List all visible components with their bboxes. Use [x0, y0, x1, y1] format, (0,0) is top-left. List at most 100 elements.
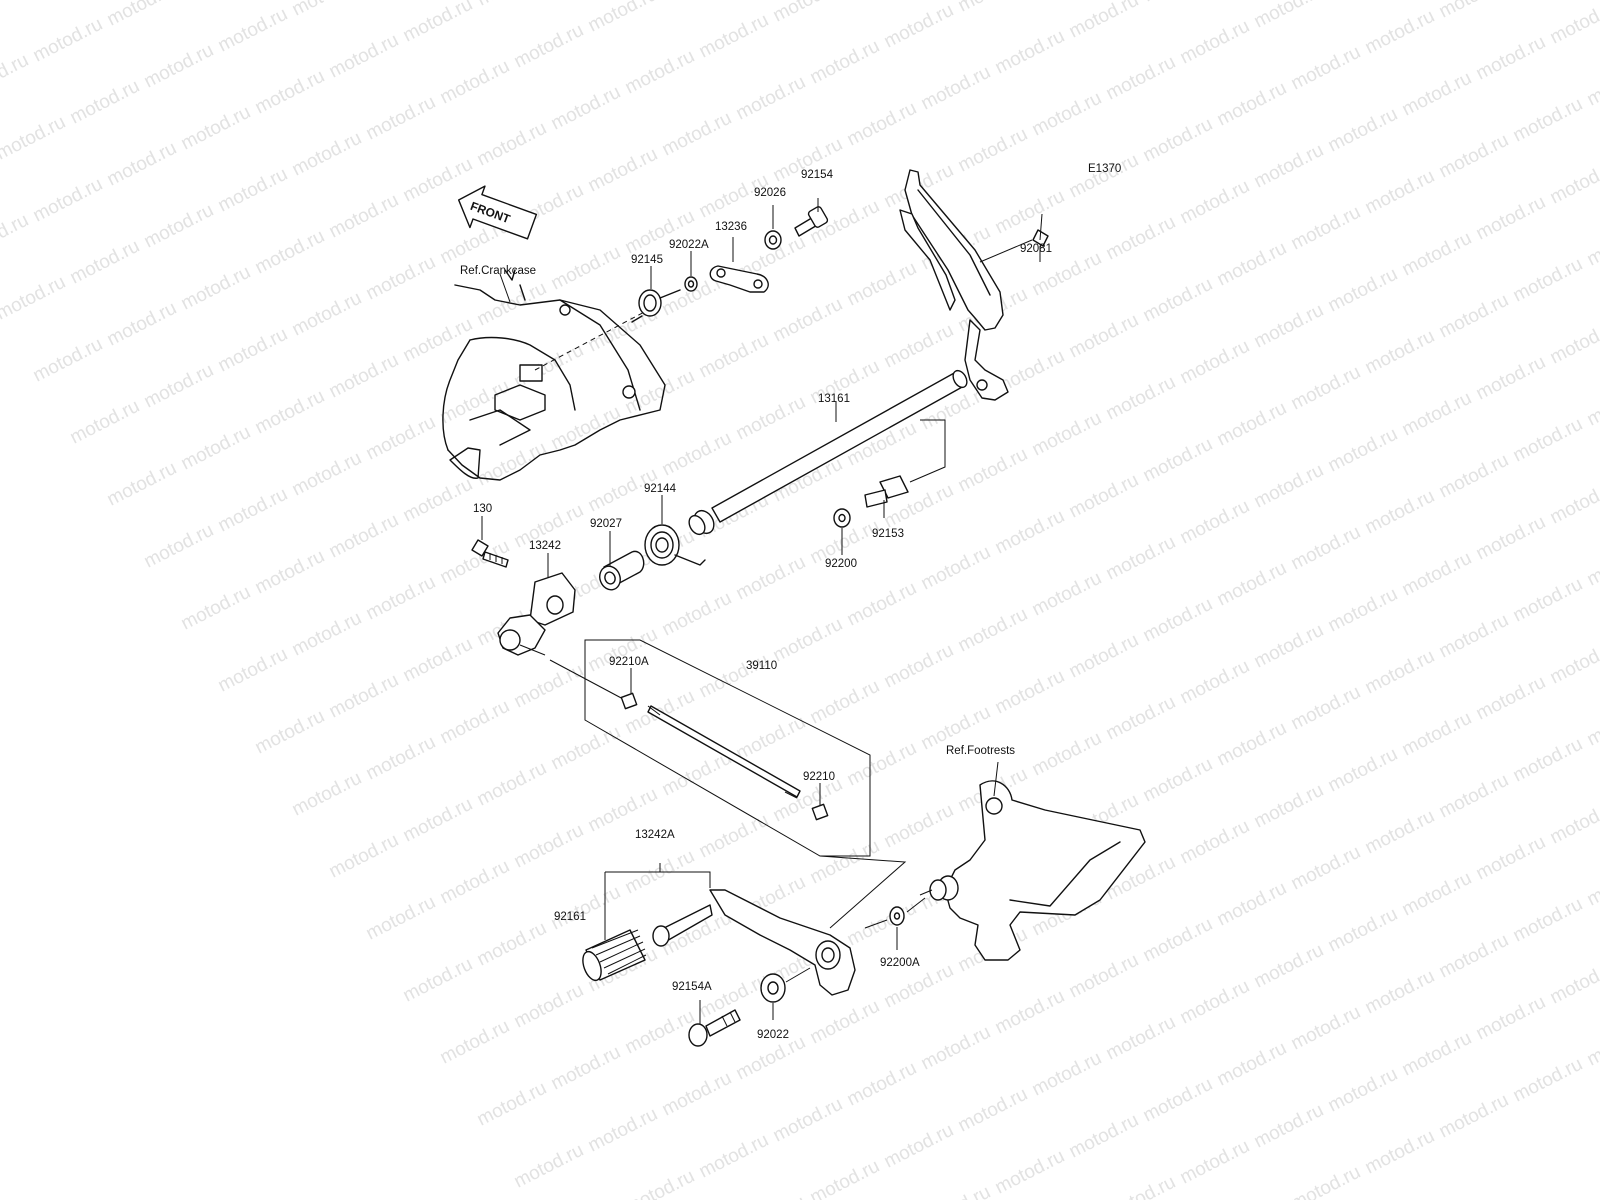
watermark-text: motod.ru	[1177, 176, 1253, 229]
part-label-13242[interactable]: 13242	[529, 540, 561, 552]
spring-92144-drawing	[644, 524, 706, 566]
watermark-text: motod.ru	[1288, 842, 1364, 895]
watermark-text: motod.ru	[1177, 656, 1253, 709]
watermark-text: motod.ru	[437, 856, 513, 909]
watermark-text: motod.ru	[1510, 574, 1586, 627]
rubber-92161-drawing	[582, 929, 647, 982]
part-label-92081[interactable]: 92081	[1020, 243, 1052, 255]
watermark-text: motod.ru	[1214, 878, 1290, 931]
watermark-text: motod.ru	[659, 428, 735, 481]
watermark-text: motod.ru	[104, 298, 180, 351]
watermark-text: motod.ru	[1362, 806, 1438, 859]
watermark-text: motod.ru	[289, 288, 365, 341]
part-label-13236[interactable]: 13236	[715, 221, 747, 233]
part-label-92022A[interactable]: 92022A	[669, 239, 709, 251]
watermark-text: motod.ru	[1399, 68, 1475, 121]
shift-fork-lever	[899, 169, 1009, 401]
watermark-text: motod.ru	[1066, 470, 1142, 523]
watermark-text: motod.ru	[511, 1140, 587, 1193]
watermark-text: motod.ru	[1547, 0, 1600, 48]
watermark-text: motod.ru	[1177, 336, 1253, 389]
watermark-text: motod.ru	[1362, 6, 1438, 59]
watermark-text: motod.ru	[1140, 914, 1216, 967]
watermark-text: motod.ru	[1436, 0, 1512, 22]
watermark-text: motod.ru	[67, 396, 143, 449]
watermark-text: motod.ru	[215, 644, 291, 697]
watermark-text: motod.ru	[1140, 0, 1216, 6]
part-label-92144[interactable]: 92144	[644, 483, 677, 495]
watermark-text: motod.ru	[1436, 130, 1512, 183]
watermark-text: motod.ru	[474, 918, 550, 971]
watermark-text: motod.ru	[1436, 1090, 1512, 1143]
watermark-text: motod.ru	[955, 1084, 1031, 1137]
washer-92022-drawing	[760, 967, 811, 1003]
washer-92200-drawing	[833, 508, 851, 528]
bolt-92154-drawing	[794, 206, 829, 237]
part-label-39110[interactable]: 39110	[746, 660, 777, 672]
watermark-text: motod.ru	[1103, 532, 1179, 585]
watermark-text: motod.ru	[1288, 1162, 1364, 1200]
part-label-13242A[interactable]: 13242A	[635, 829, 675, 841]
watermark-text: motod.ru	[1473, 32, 1549, 85]
watermark-text: motod.ru	[696, 650, 772, 703]
watermark-text: motod.ru	[1473, 512, 1549, 565]
watermark-text: motod.ru	[141, 200, 217, 253]
watermark-text: motod.ru	[881, 800, 957, 853]
watermark-text: motod.ru	[1325, 904, 1401, 957]
watermark-text: motod.ru	[1584, 378, 1600, 431]
watermark-text: motod.ru	[1103, 692, 1179, 745]
watermark-text: motod.ru	[1436, 290, 1512, 343]
watermark-text: motod.ru	[1251, 780, 1327, 833]
watermark-text: motod.ru	[992, 186, 1068, 239]
watermark-text: motod.ru	[1177, 1136, 1253, 1189]
watermark-text: motod.ru	[178, 262, 254, 315]
part-label-92154[interactable]: 92154	[801, 169, 834, 181]
watermark-text: motod.ru	[104, 458, 180, 511]
part-label-92210[interactable]: 92210	[803, 771, 835, 783]
watermark-text: motod.ru	[363, 892, 439, 945]
part-label-92200A[interactable]: 92200A	[880, 957, 920, 969]
part-label-13161[interactable]: 13161	[818, 393, 850, 405]
watermark-text: motod.ru	[474, 1078, 550, 1131]
watermark-text: motod.ru	[1584, 698, 1600, 751]
part-label-92145[interactable]: 92145	[631, 254, 663, 266]
watermark-text: motod.ru	[1103, 1172, 1179, 1200]
watermark-text: motod.ru	[178, 582, 254, 635]
watermark-text: motod.ru	[1288, 682, 1364, 735]
part-label-92153[interactable]: 92153	[872, 528, 904, 540]
part-label-92022[interactable]: 92022	[757, 1029, 789, 1041]
watermark-text: motod.ru	[67, 76, 143, 129]
bolt-130-drawing	[471, 539, 509, 568]
watermark-text: motod.ru	[1436, 770, 1512, 823]
watermark-text: motod.ru	[1103, 212, 1179, 265]
watermark-text: motod.ru	[30, 174, 106, 227]
part-label-92200[interactable]: 92200	[825, 558, 857, 570]
part-label-92026[interactable]: 92026	[754, 187, 786, 199]
part-label-92210A[interactable]: 92210A	[609, 656, 649, 668]
watermark-text: motod.ru	[1547, 156, 1600, 209]
watermark-text: motod.ru	[622, 1166, 698, 1200]
watermark-text: motod.ru	[696, 330, 772, 383]
watermark-text: motod.ru	[1251, 940, 1327, 993]
watermark-text: motod.ru	[1325, 1064, 1401, 1117]
pin-92081-drawing	[979, 229, 1049, 263]
watermark-text: motod.ru	[585, 144, 661, 197]
watermark-text: motod.ru	[955, 604, 1031, 657]
watermark-text: motod.ru	[844, 578, 920, 631]
watermark-text: motod.ru	[215, 164, 291, 217]
watermark-text: motod.ru	[141, 360, 217, 413]
watermark-text: motod.ru	[1103, 1012, 1179, 1065]
part-label-130[interactable]: 130	[473, 503, 492, 515]
watermark-text: motod.ru	[1584, 858, 1600, 911]
watermark-text: motod.ru	[807, 676, 883, 729]
part-label-92154A[interactable]: 92154A	[672, 981, 712, 993]
watermark-text: motod.ru	[548, 882, 624, 935]
part-label-92027[interactable]: 92027	[590, 518, 622, 530]
watermark-text: motod.ru	[881, 640, 957, 693]
watermark-text: motod.ru	[1177, 816, 1253, 869]
watermark-text: motod.ru	[474, 0, 550, 10]
watermark-text: motod.ru	[1584, 58, 1600, 111]
watermark-text: motod.ru	[955, 0, 1031, 16]
part-label-92161[interactable]: 92161	[554, 911, 586, 923]
watermark-text: motod.ru	[289, 448, 365, 501]
